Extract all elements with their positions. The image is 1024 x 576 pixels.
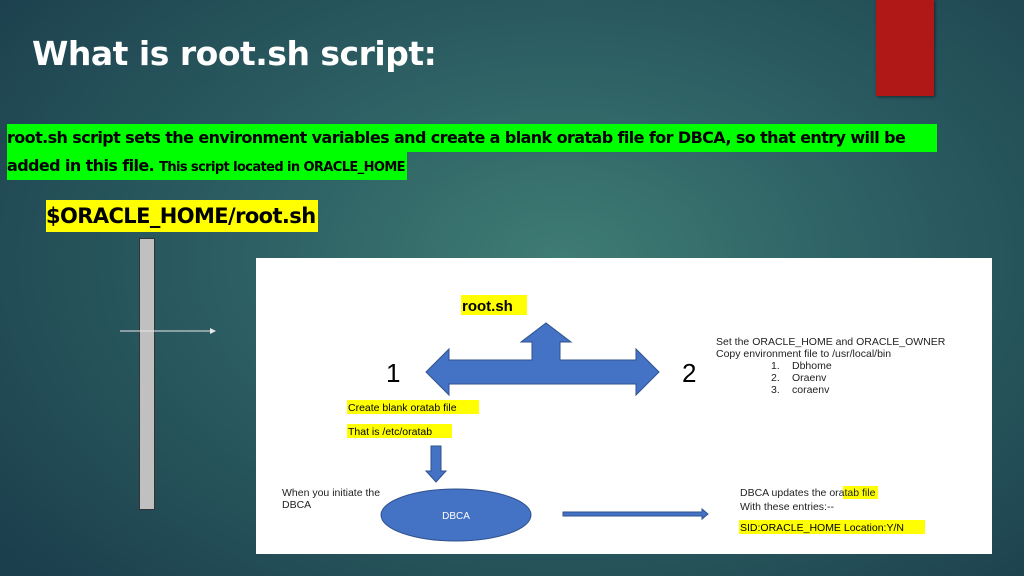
initiate-line-2: DBCA <box>282 499 311 511</box>
highlight <box>347 424 452 438</box>
update-text: DBCA updates the <box>740 487 829 499</box>
step-2-number: 2 <box>682 358 696 388</box>
highlight <box>347 400 479 414</box>
dbca-ellipse-label: DBCA <box>442 511 470 522</box>
root-label-highlight <box>461 295 527 315</box>
highlight <box>843 486 878 499</box>
down-arrow-icon <box>424 445 448 483</box>
list-item-oraenv: Oraenv <box>792 372 827 384</box>
update-line-2: With these entries:-- <box>740 501 834 513</box>
initiate-line-1: When you initiate the <box>282 487 380 499</box>
update-line-1: DBCA updates the oratab file <box>740 487 876 499</box>
step-1-number: 1 <box>386 358 400 388</box>
root-label: root.sh <box>462 298 513 315</box>
oratab-highlighted: oratab <box>829 487 859 499</box>
step-2-line-2: Copy environment file to /usr/local/bin <box>716 348 891 360</box>
list-number: 1. <box>771 360 780 372</box>
description-line-2: added in this file. This script located … <box>7 152 407 180</box>
dbca-ellipse <box>380 488 532 542</box>
highlight <box>739 520 925 534</box>
list-number: 2. <box>771 372 780 384</box>
list-number: 3. <box>771 384 780 396</box>
description-line-1: root.sh script sets the environment vari… <box>7 124 937 152</box>
list-item-dbhome: Dbhome <box>792 360 832 372</box>
step-1-line-1: Create blank oratab file <box>348 402 457 414</box>
three-way-arrow-icon <box>425 322 660 397</box>
red-accent-shape <box>876 0 934 96</box>
slide-title: What is root.sh script: <box>32 34 437 73</box>
list-item-coraenv: coraenv <box>792 384 830 396</box>
root-sh-diagram: root.sh 1 2 Set the ORACLE_HOME and ORAC… <box>256 258 992 554</box>
root-sh-path: $ORACLE_HOME/root.sh <box>46 200 318 232</box>
vertical-bar-shape <box>139 238 155 510</box>
thin-arrow-icon <box>120 328 216 334</box>
update-text-end: file <box>859 487 876 499</box>
step-1-line-2: That is /etc/oratab <box>348 426 432 438</box>
description-text: added in this file. <box>7 156 155 175</box>
entry-format: SID:ORACLE_HOME Location:Y/N <box>740 522 904 534</box>
step-2-line-1: Set the ORACLE_HOME and ORACLE_OWNER <box>716 336 946 348</box>
right-arrow-icon <box>562 507 709 521</box>
description-location: This script located in ORACLE_HOME <box>159 160 405 175</box>
